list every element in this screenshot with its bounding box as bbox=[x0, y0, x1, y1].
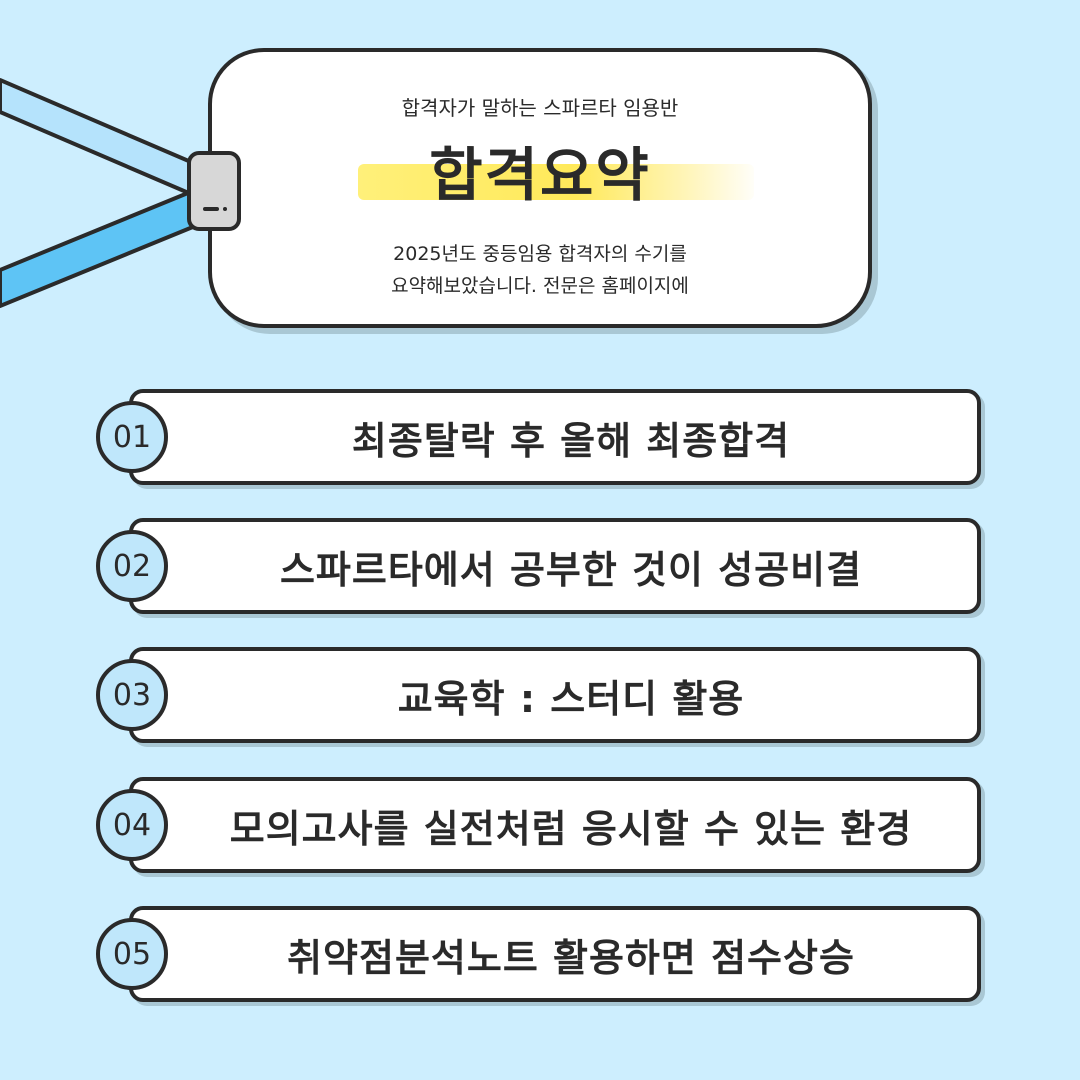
tag-title: 합격요약 bbox=[429, 141, 651, 209]
list-item-box bbox=[129, 389, 981, 485]
list-item-number-badge: 03 bbox=[96, 659, 168, 731]
list-item-label: 스파르타에서 공부한 것이 성공비결 bbox=[279, 547, 863, 592]
list-item-label: 취약점분석노트 활용하면 점수상승 bbox=[287, 935, 855, 980]
list-item: 교육학 : 스터디 활용 03 bbox=[96, 647, 986, 747]
list-item-number-badge: 02 bbox=[96, 530, 168, 602]
list-item: 취약점분석노트 활용하면 점수상승 05 bbox=[96, 906, 986, 1006]
list-item: 스파르타에서 공부한 것이 성공비결 02 bbox=[96, 518, 986, 618]
title-highlight bbox=[358, 164, 754, 200]
list-item-number-badge: 01 bbox=[96, 401, 168, 473]
lanyard-clip-icon bbox=[187, 151, 241, 231]
list-item-label: 최종탈락 후 올해 최종합격 bbox=[351, 418, 791, 463]
list-item-box bbox=[129, 777, 981, 873]
tag-subtitle: 합격자가 말하는 스파르타 임용반 bbox=[401, 96, 679, 120]
list-item-box bbox=[129, 647, 981, 743]
list-item-number-badge: 04 bbox=[96, 789, 168, 861]
tag-description: 2025년도 중등임용 합격자의 수기를 요약해보았습니다. 전문은 홈페이지에 bbox=[212, 238, 868, 302]
list-item: 모의고사를 실전처럼 응시할 수 있는 환경 04 bbox=[96, 777, 986, 877]
list-item-box bbox=[129, 518, 981, 614]
tag-description-line-2: 요약해보았습니다. 전문은 홈페이지에 bbox=[391, 275, 689, 297]
list-item: 최종탈락 후 올해 최종합격 01 bbox=[96, 389, 986, 489]
list-item-label: 모의고사를 실전처럼 응시할 수 있는 환경 bbox=[229, 806, 913, 851]
list-item-label: 교육학 : 스터디 활용 bbox=[397, 676, 745, 721]
list-item-number-badge: 05 bbox=[96, 918, 168, 990]
list-item-box bbox=[129, 906, 981, 1002]
tag-description-line-1: 2025년도 중등임용 합격자의 수기를 bbox=[393, 243, 687, 265]
name-tag-card: 합격자가 말하는 스파르타 임용반 합격요약 2025년도 중등임용 합격자의 … bbox=[208, 48, 872, 328]
